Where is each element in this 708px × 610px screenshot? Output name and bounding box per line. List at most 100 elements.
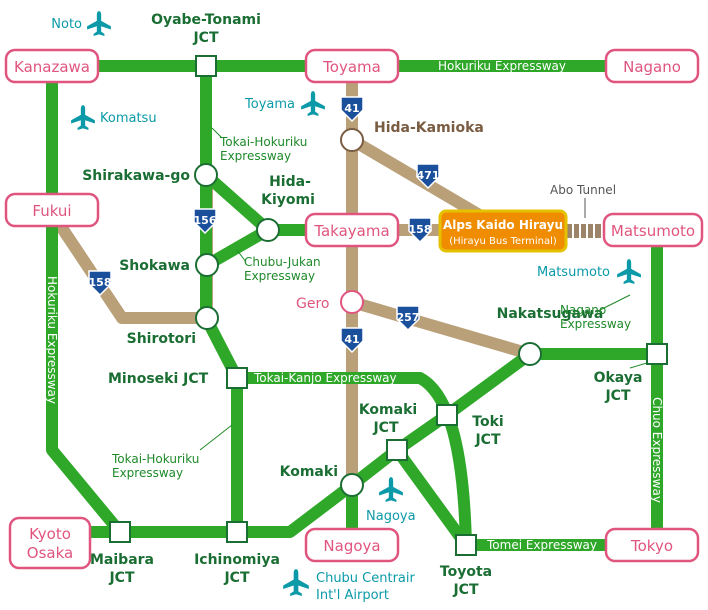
route-shields: 41 471 156 158 158 257 41 — [88, 96, 440, 353]
shokawa-stop-icon — [195, 253, 219, 277]
cities: Kanazawa Toyama Nagano Fukui Takayama Ma… — [4, 48, 704, 570]
airplane-icon — [617, 259, 641, 284]
nagano-exp-label-1: Nagano — [560, 303, 606, 317]
tokai-hokuriku-lower-label-1: Tokai-Hokuriku — [111, 452, 199, 466]
city-kyoto-osaka[interactable]: Kyoto Osaka — [8, 516, 92, 570]
shirakawa-go-stop-icon — [194, 163, 218, 187]
route-shield-icon: 41 — [340, 96, 364, 122]
route-shield-icon: 156 — [193, 208, 217, 234]
svg-text:Matsumoto: Matsumoto — [537, 265, 610, 280]
okaya-jct-icon — [646, 343, 668, 365]
svg-text:Tokyo: Tokyo — [630, 537, 673, 555]
svg-text:Komatsu: Komatsu — [100, 111, 157, 126]
route-shield-icon: 41 — [340, 327, 364, 353]
toyota-label: Toyota — [440, 564, 492, 580]
route-shield-icon: 471 — [416, 163, 440, 189]
svg-text:Chubu Centrair: Chubu Centrair — [316, 571, 416, 586]
svg-text:Noto: Noto — [51, 17, 82, 32]
gero-label: Gero — [296, 296, 329, 312]
toki-jct-icon — [436, 404, 458, 426]
city-nagoya[interactable]: Nagoya — [304, 527, 400, 563]
hida-kiyomi-label-2: Kiyomi — [261, 192, 315, 208]
komaki-jct-top-label: Komaki — [359, 402, 417, 418]
svg-text:156: 156 — [194, 214, 217, 227]
junction-labels: Oyabe-Tonami JCT Minoseki JCT Okaya JCT … — [90, 12, 642, 598]
komaki-label: Komaki — [280, 464, 338, 480]
hida-kamioka-label: Hida-Kamioka — [374, 120, 484, 136]
route-shield-icon: 257 — [396, 305, 420, 331]
airplane-icon — [283, 569, 309, 596]
airport-chubu-centrair[interactable]: Chubu Centrair Int'l Airport — [283, 569, 416, 603]
hokuriku-top-label: Hokuriku Expressway — [438, 59, 566, 73]
toki-jct-label: JCT — [474, 432, 500, 448]
city-fukui[interactable]: Fukui — [4, 192, 100, 228]
tokai-kanjo-expressway — [231, 372, 473, 552]
shirotori-stop-icon — [195, 306, 219, 330]
tokai-hokuriku-label-2: Expressway — [220, 149, 291, 163]
oyabe-tonami-jct-icon — [195, 55, 217, 77]
svg-text:Fukui: Fukui — [32, 202, 71, 220]
hida-kiyomi-stop-icon — [256, 218, 280, 242]
chubu-jukan-label-2: Expressway — [244, 269, 315, 283]
komaki-stop-icon — [340, 473, 364, 497]
city-kanazawa[interactable]: Kanazawa — [4, 48, 100, 84]
airport-nagoya[interactable]: Nagoya — [366, 477, 416, 524]
svg-text:41: 41 — [344, 333, 359, 346]
route-shield-icon: 158 — [88, 270, 112, 296]
chubu-jukan-label-1: Chubu-Jukan — [244, 255, 321, 269]
maibara-jct-icon — [109, 521, 131, 543]
oyabe-tonami-jct-label: JCT — [192, 30, 218, 46]
shirotori-label: Shirotori — [127, 331, 196, 347]
tokai-hokuriku-lower-label-2: Expressway — [112, 466, 183, 480]
svg-text:Matsumoto: Matsumoto — [611, 222, 695, 240]
svg-text:Toyama: Toyama — [244, 97, 295, 112]
svg-text:158: 158 — [409, 223, 432, 236]
svg-text:Kanazawa: Kanazawa — [14, 58, 90, 76]
okaya-jct-label: JCT — [604, 388, 630, 404]
komaki-jct-bottom-label: JCT — [372, 420, 398, 436]
komaki-jct-icon — [386, 439, 408, 461]
city-matsumoto[interactable]: Matsumoto — [602, 212, 704, 248]
airport-noto[interactable]: Noto — [51, 11, 111, 36]
airport-komatsu[interactable]: Komatsu — [71, 105, 157, 130]
svg-text:257: 257 — [397, 311, 420, 324]
tomei-label: Tomei Expressway — [486, 538, 597, 552]
toyota-jct-icon — [455, 534, 477, 556]
svg-text:471: 471 — [417, 169, 440, 182]
city-takayama[interactable]: Takayama — [304, 212, 400, 248]
chuo-label: Chuo Expressway — [650, 397, 664, 503]
svg-text:Nagoya: Nagoya — [366, 509, 416, 524]
hirayu-name: Alps Kaido Hirayu — [443, 218, 563, 232]
junctions — [109, 55, 668, 556]
shokawa-label: Shokawa — [119, 258, 190, 274]
stop-labels: Shirakawa-go Hida- Kiyomi Shokawa Shirot… — [82, 168, 603, 480]
svg-text:Toyama: Toyama — [322, 58, 381, 76]
stations — [194, 163, 542, 497]
svg-text:Kyoto: Kyoto — [29, 525, 71, 543]
airplane-icon — [87, 11, 111, 36]
airport-matsumoto[interactable]: Matsumoto — [537, 259, 641, 284]
hirayu-bus-terminal[interactable]: Alps Kaido Hirayu (Hirayu Bus Terminal) — [438, 209, 568, 253]
city-tokyo[interactable]: Tokyo — [604, 527, 700, 563]
airplane-icon — [71, 105, 95, 130]
minoseki-jct-label: Minoseki JCT — [108, 371, 209, 387]
nagano-exp-label-2: Expressway — [560, 317, 631, 331]
svg-text:Osaka: Osaka — [27, 544, 73, 562]
maibara-label: Maibara — [90, 552, 154, 568]
svg-text:Nagano: Nagano — [623, 58, 681, 76]
shirakawa-go-label: Shirakawa-go — [82, 168, 190, 184]
ichinomiya-jct-label: JCT — [223, 570, 249, 586]
svg-text:158: 158 — [89, 276, 112, 289]
airplane-icon — [379, 477, 403, 502]
road-labels: Hokuriku Expressway Hokuriku Expressway … — [45, 59, 664, 552]
route-shield-icon: 158 — [408, 217, 432, 243]
city-toyama[interactable]: Toyama — [304, 48, 400, 84]
hida-kamioka-stop-icon — [340, 128, 364, 152]
hida-kiyomi-label-1: Hida- — [269, 174, 311, 190]
airports: Noto Komatsu Toyama Matsumoto Nagoya Chu… — [51, 11, 641, 603]
airport-toyama[interactable]: Toyama — [244, 91, 325, 116]
nakatsugawa-label: Nakatsugawa — [497, 306, 604, 322]
toyota-jct-label: JCT — [452, 582, 478, 598]
city-nagano[interactable]: Nagano — [604, 48, 700, 84]
